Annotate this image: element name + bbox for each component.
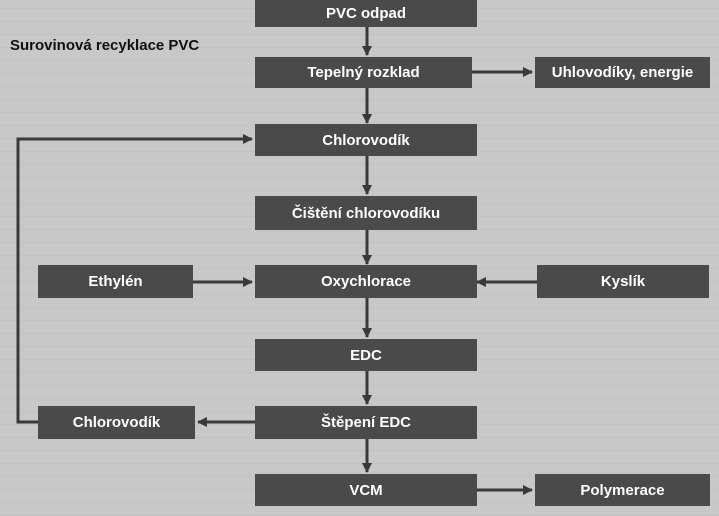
- node-kyslik: Kyslík: [537, 265, 709, 298]
- node-vcm: VCM: [255, 474, 477, 506]
- diagram-title: Surovinová recyklace PVC: [10, 37, 200, 54]
- node-stepeni-edc: Štěpení EDC: [255, 406, 477, 439]
- node-chlorovodik: Chlorovodík: [255, 124, 477, 156]
- node-pvc-odpad: PVC odpad: [255, 0, 477, 27]
- arrow-recycle-loop: [16, 134, 253, 424]
- node-cisteni-chlorovodiku: Čištění chlorovodíku: [255, 196, 477, 230]
- node-tepelny-rozklad: Tepelný rozklad: [255, 57, 472, 88]
- node-uhlovodiky-energie: Uhlovodíky, energie: [535, 57, 710, 88]
- node-oxychlorace: Oxychlorace: [255, 265, 477, 298]
- node-edc: EDC: [255, 339, 477, 371]
- node-chlorovodik-side: Chlorovodík: [38, 406, 195, 439]
- node-polymerace: Polymerace: [535, 474, 710, 506]
- node-ethylen: Ethylén: [38, 265, 193, 298]
